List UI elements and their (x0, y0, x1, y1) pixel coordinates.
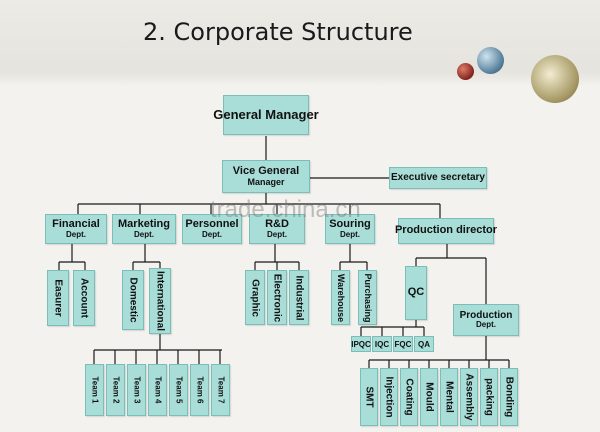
node-team-label: Team 2 (111, 376, 120, 404)
node-graphic: Graphic (245, 270, 265, 325)
node-purchasing: Purchasing (358, 270, 377, 325)
node-qc-label: QC (407, 286, 425, 299)
node-production-unit-label: Injection (383, 376, 395, 418)
node-account-label: Account (78, 278, 90, 318)
node-team-label: Team 1 (90, 376, 99, 404)
node-account: Account (73, 270, 95, 326)
node-ipqc: IPQC (351, 336, 371, 352)
node-marketing-dept-label: Dept. (134, 229, 154, 239)
node-international-label: International (154, 270, 166, 332)
node-injection: Injection (380, 368, 398, 426)
node-personnel-label: Personnel (185, 218, 239, 231)
node-purchasing-label: Purchasing (362, 272, 373, 323)
node-production-unit-label: Coating (403, 378, 415, 416)
node-production-dept-label: Dept. (476, 320, 496, 330)
node-production-director-label: Production director (394, 224, 498, 237)
node-souring-dept-label: Dept. (340, 229, 360, 239)
node-souring-label: Souring (329, 218, 371, 231)
watermark: trade.china.cn (210, 196, 361, 223)
node-qa: QA (414, 336, 434, 352)
node-electronic-label: Electronic (271, 273, 283, 322)
node-iqc: IQC (372, 336, 392, 352)
node-personnel-dept-label: Dept. (202, 229, 222, 239)
node-international: International (149, 268, 171, 334)
node-bonding: Bonding (500, 368, 518, 426)
node-production-unit-label: packing (483, 378, 495, 416)
page-title: 2. Corporate Structure (143, 18, 413, 46)
node-production-unit-label: Mould (423, 382, 435, 412)
node-graphic-label: Graphic (249, 278, 261, 317)
node-rnd-dept: R&D Dept. (249, 214, 305, 244)
node-executive-secretary-label: Executive secretary (391, 171, 485, 183)
node-vice-gm-line2: Manager (247, 176, 285, 187)
node-mould: Mould (420, 368, 438, 426)
node-financial-dept: Financial Dept. (45, 214, 107, 244)
node-souring-dept: Souring Dept. (325, 214, 375, 244)
node-treasurer-label: Easurer (52, 279, 64, 317)
node-domestic: Domestic (122, 270, 144, 330)
node-production-unit-label: Assembly (463, 373, 475, 421)
node-executive-secretary: Executive secretary (389, 167, 487, 189)
node-team-label: Team 5 (174, 376, 183, 404)
node-marketing-dept: Marketing Dept. (112, 214, 176, 244)
node-financial-label: Financial (52, 218, 100, 231)
node-packing: packing (480, 368, 498, 426)
node-team-label: Team 6 (195, 376, 204, 404)
node-treasurer: Easurer (47, 270, 69, 326)
node-marketing-label: Marketing (118, 218, 170, 231)
node-coating: Coating (400, 368, 418, 426)
node-electronic: Electronic (267, 270, 287, 325)
node-production-director: Production director (394, 218, 498, 244)
node-team-7: Team 7 (211, 364, 230, 416)
node-team-4: Team 4 (148, 364, 167, 416)
decorative-orb-blue (477, 47, 504, 74)
node-warehouse: Warehouse (331, 270, 350, 325)
node-general-manager: General Manager (213, 95, 319, 135)
node-personnel-dept: Personnel Dept. (182, 214, 242, 244)
node-team-3: Team 3 (127, 364, 146, 416)
node-production-unit-label: Bonding (503, 376, 515, 418)
decorative-orb-gold (531, 55, 579, 103)
node-warehouse-label: Warehouse (335, 273, 346, 322)
node-vice-general-manager: Vice General Manager (222, 160, 310, 193)
node-production-label: Production (459, 309, 513, 321)
node-fqc: FQC (393, 336, 413, 352)
node-mental: Mental (440, 368, 458, 426)
node-qc: QC (405, 266, 427, 320)
node-team-label: Team 3 (132, 376, 141, 404)
node-industrial: Industrial (289, 270, 309, 325)
node-financial-dept-label: Dept. (66, 229, 86, 239)
node-team-label: Team 4 (153, 376, 162, 404)
node-smt: SMT (360, 368, 378, 426)
node-production-dept: Production Dept. (453, 304, 519, 336)
node-team-label: Team 7 (216, 376, 225, 404)
decorative-orb-red (457, 63, 474, 80)
node-rnd-label: R&D (265, 218, 289, 231)
node-team-1: Team 1 (85, 364, 104, 416)
node-team-2: Team 2 (106, 364, 125, 416)
node-production-unit-label: Mental (443, 381, 455, 413)
header-banner (0, 0, 600, 86)
node-domestic-label: Domestic (127, 277, 139, 323)
node-team-6: Team 6 (190, 364, 209, 416)
node-production-unit-label: SMT (363, 386, 375, 408)
node-assembly: Assembly (460, 368, 478, 426)
node-vice-gm-line1: Vice General (232, 165, 300, 177)
node-rnd-dept-label: Dept. (267, 229, 287, 239)
node-team-5: Team 5 (169, 364, 188, 416)
node-industrial-label: Industrial (293, 274, 305, 321)
node-general-manager-label: General Manager (213, 107, 319, 123)
